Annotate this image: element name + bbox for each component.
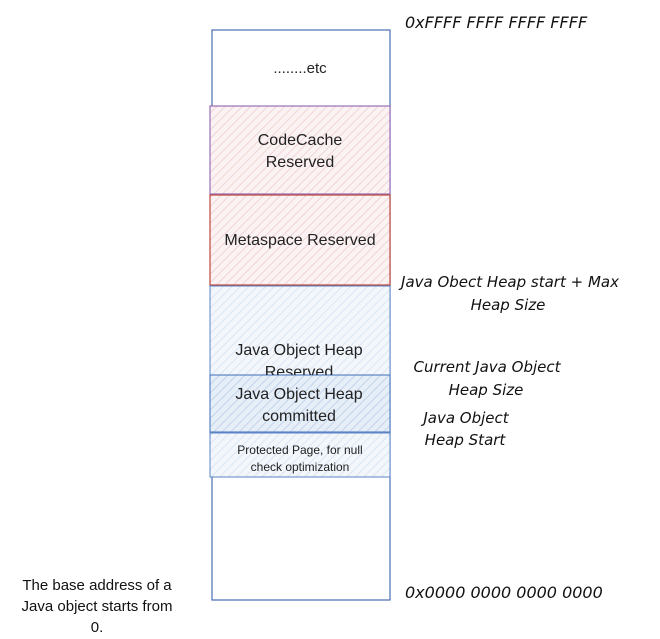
etc-label: ........etc: [273, 60, 327, 77]
heap-max-annotation-line1: Java Obect Heap start + Max: [398, 273, 619, 291]
heap-reserved-region: [209, 285, 391, 376]
heap-max-annotation-line2: Heap Size: [471, 296, 546, 314]
heap-start-annotation-line2: Heap Start: [425, 431, 507, 449]
base-address-note-line2: Java object starts from: [22, 598, 173, 615]
protected-page-region: [209, 432, 391, 478]
heap-committed-region: [209, 374, 391, 433]
base-address-note-line1: The base address of a: [22, 577, 172, 594]
heap-committed-label-line1: Java Object Heap: [235, 386, 362, 403]
codecache-label-line1: CodeCache: [258, 132, 343, 149]
base-address-note-line3: 0.: [91, 619, 104, 636]
heap-current-annotation-line1: Current Java Object: [413, 358, 561, 376]
metaspace-region: [209, 194, 391, 286]
heap-committed-label-line2: committed: [262, 408, 336, 425]
codecache-label-line2: Reserved: [266, 154, 334, 171]
heap-current-annotation-line2: Heap Size: [449, 381, 524, 399]
metaspace-label: Metaspace Reserved: [224, 232, 375, 249]
protected-page-label-line1: Protected Page, for null: [237, 443, 362, 457]
heap-reserved-label-line2: Reserved: [265, 364, 333, 381]
heap-start-annotation-line1: Java Object: [420, 409, 509, 427]
bottom-address-label: 0x0000 0000 0000 0000: [405, 583, 603, 602]
protected-page-label-line2: check optimization: [251, 460, 350, 474]
top-address-label: 0xFFFF FFFF FFFF FFFF: [405, 13, 588, 32]
codecache-region: [209, 105, 391, 195]
heap-reserved-label-line1: Java Object Heap: [235, 342, 362, 359]
